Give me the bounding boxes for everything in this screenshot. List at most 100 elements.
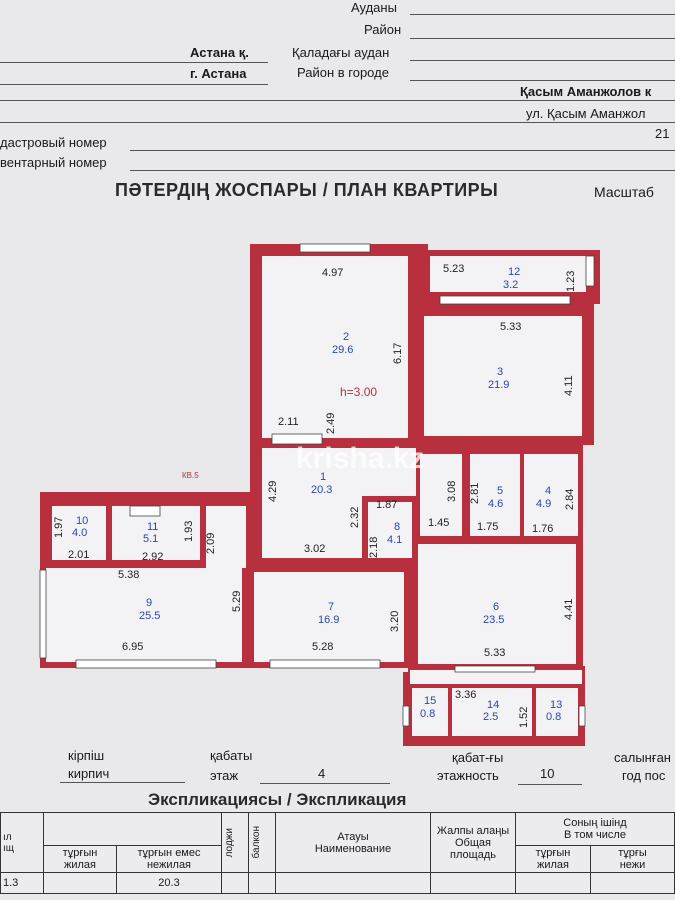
explication-table: ıл ıщ лоджи балкон Атауы Наименование Жа… [0, 812, 675, 894]
room-5-number: 5 [497, 485, 503, 497]
table-cell [590, 872, 675, 894]
field-line-street-ru [0, 122, 675, 123]
field-line-inventory [130, 170, 675, 171]
field-line-cadastral [130, 150, 675, 151]
col-name: Атауы Наименование [275, 812, 431, 873]
room-15-interior [412, 688, 448, 736]
dim: 1.93 [183, 521, 195, 542]
left-col-header: ıл ıщ [0, 812, 44, 873]
room-6-area: 23.5 [483, 614, 504, 626]
room-5-area: 4.6 [488, 498, 503, 510]
dim: 2.32 [349, 507, 361, 528]
window [585, 255, 595, 287]
window [271, 433, 323, 445]
hall-interior [362, 448, 416, 496]
label-cadastral: дастровый номер [0, 135, 107, 150]
balcony-strip [410, 670, 582, 684]
material-kz: кірпіш [68, 748, 105, 763]
corridor-interior [420, 454, 462, 536]
plan-title: ПӘТЕРДІҢ ЖОСПАРЫ / ПЛАН КВАРТИРЫ [115, 180, 499, 200]
dim: 5.28 [312, 641, 333, 653]
dim: 2.81 [469, 483, 481, 504]
dim: 3.08 [446, 481, 458, 502]
dim: 1.23 [565, 271, 577, 292]
room-3-number: 3 [497, 366, 503, 378]
floors-value: 10 [540, 766, 555, 781]
room-2-interior [262, 256, 408, 438]
room-7-interior [254, 572, 404, 662]
small-mark: КВ.5 [182, 471, 199, 480]
dim: 4.41 [563, 599, 575, 620]
col-living-2: тұрғын жилая [515, 845, 591, 873]
room-8-number: 8 [394, 521, 400, 533]
dim: 2.92 [142, 551, 163, 563]
dim: 4.29 [267, 481, 279, 502]
col-area: Жалпы алаңы Общая площадь [430, 812, 516, 873]
label-audany: Ауданы [351, 0, 397, 15]
col-nonliving: тұрғын емес нежилая [116, 845, 222, 873]
room-5-interior [470, 454, 520, 536]
room-4-area: 4.9 [536, 498, 551, 510]
window [402, 705, 410, 727]
dim: 5.33 [500, 321, 521, 333]
field-line-floors [518, 784, 582, 785]
material-ru: кирпич [68, 766, 110, 781]
dim: 1.75 [477, 521, 498, 533]
floor-kz: қабаты [210, 748, 253, 763]
room-3-area: 21.9 [488, 379, 509, 391]
room-9-upper-interior [206, 506, 246, 568]
table-cell [221, 872, 249, 894]
room-4-number: 4 [545, 485, 551, 497]
table-row-num: 1.3 [0, 872, 44, 894]
window [129, 505, 161, 517]
room-7-number: 7 [328, 601, 334, 613]
dim: 2.11 [278, 416, 299, 428]
table-cell: 20.3 [116, 872, 222, 894]
room-14-area: 2.5 [483, 711, 498, 723]
room-8-interior [368, 502, 412, 558]
city-ru: г. Астана [190, 66, 247, 81]
col-including: Соның ішінд В том числе [515, 812, 675, 846]
room-10-area: 4.0 [72, 527, 87, 539]
built-ru: год пос [622, 768, 666, 783]
room-12-number: 12 [508, 266, 520, 278]
room-13-area: 0.8 [546, 711, 561, 723]
field-line-audany [410, 14, 675, 15]
field-line-floor [260, 783, 390, 784]
room-11-area: 5.1 [143, 533, 158, 545]
room-9-number: 9 [146, 597, 152, 609]
table-cell [515, 872, 591, 894]
dim: 3.36 [455, 689, 476, 701]
window [39, 569, 47, 659]
label-raion-v-gorode: Район в городе [297, 65, 389, 80]
room-9-interior [46, 568, 242, 662]
subgroup-header [43, 812, 222, 846]
room-2-number: 2 [343, 331, 349, 343]
explication-title: Экспликациясы / Экспликация [148, 790, 407, 809]
field-line-street-kz [0, 100, 675, 101]
dim: 1.97 [53, 517, 65, 538]
watermark: krisha.kz [296, 442, 424, 475]
floor-ru: этаж [210, 768, 239, 783]
dim: 5.38 [118, 569, 139, 581]
dim: 5.23 [443, 263, 464, 275]
dim: 4.11 [563, 375, 575, 396]
street-kz: Қасым Аманжолов к [520, 84, 652, 99]
window [578, 705, 586, 727]
label-raion: Район [364, 22, 402, 37]
table-cell [275, 872, 431, 894]
label-kaladagy-audan: Қаладағы аудан [292, 45, 390, 60]
room-2-area: 29.6 [332, 344, 353, 356]
dim: 6.17 [392, 343, 404, 364]
house-number: 21 [655, 126, 670, 141]
col-living: тұрғын жилая [43, 845, 117, 873]
dim: 6.95 [122, 641, 143, 653]
room-11-number: 11 [147, 521, 158, 533]
height-note: h=3.00 [340, 385, 377, 399]
room-1-interior [262, 448, 362, 558]
window [454, 665, 536, 673]
col-nonliving-2: тұрғы нежи [590, 845, 675, 873]
dim: 3.02 [304, 543, 325, 555]
dim: 2.84 [564, 489, 576, 510]
table-cell [248, 872, 276, 894]
